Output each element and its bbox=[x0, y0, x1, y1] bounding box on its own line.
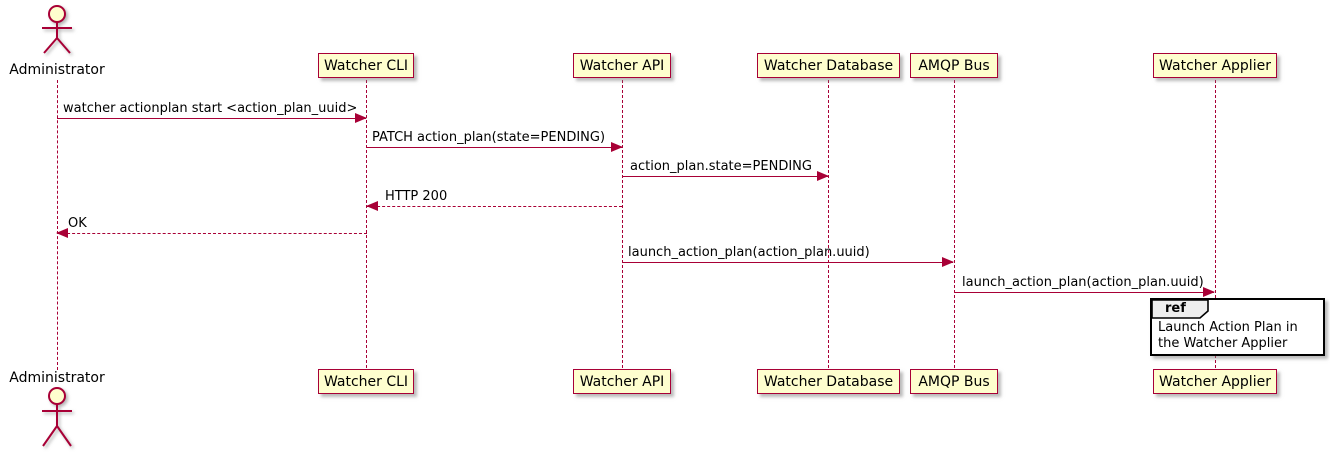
message-label: action_plan.state=PENDING bbox=[630, 159, 812, 174]
actor-name-bottom: Administrator bbox=[9, 370, 105, 386]
actor-icon bbox=[42, 5, 72, 54]
lifeline-watcher-api bbox=[621, 80, 623, 368]
lifeline-administrator bbox=[56, 80, 58, 370]
message-label: watcher actionplan start <action_plan_uu… bbox=[63, 101, 358, 116]
participant-box-watcher-database-bottom: Watcher Database bbox=[757, 369, 900, 394]
participant-box-watcher-database-top: Watcher Database bbox=[757, 53, 900, 78]
message-label: launch_action_plan(action_plan.uuid) bbox=[628, 245, 870, 260]
message-arrowhead bbox=[1203, 287, 1215, 297]
participant-box-watcher-applier-top: Watcher Applier bbox=[1153, 53, 1277, 78]
message-arrowhead bbox=[942, 257, 954, 267]
message-line bbox=[367, 206, 622, 207]
message-label: PATCH action_plan(state=PENDING) bbox=[372, 130, 606, 145]
message-arrowhead bbox=[366, 201, 378, 211]
message-label: HTTP 200 bbox=[385, 189, 448, 204]
participant-label: Watcher Applier bbox=[1159, 373, 1271, 390]
message-line bbox=[366, 147, 622, 148]
message-line bbox=[954, 292, 1214, 293]
ref-text: Launch Action Plan in the Watcher Applie… bbox=[1158, 320, 1298, 351]
participant-label: AMQP Bus bbox=[918, 57, 990, 74]
ref-keyword: ref bbox=[1165, 301, 1186, 316]
ref-fragment: ref Launch Action Plan in the Watcher Ap… bbox=[1150, 298, 1325, 356]
message-line bbox=[57, 233, 367, 234]
participant-box-watcher-api-bottom: Watcher API bbox=[573, 369, 671, 394]
participant-label: Watcher CLI bbox=[323, 57, 409, 74]
lifeline-amqp-bus bbox=[953, 80, 955, 368]
message-label: launch_action_plan(action_plan.uuid) bbox=[962, 275, 1204, 290]
message-line bbox=[622, 262, 953, 263]
participant-label: Watcher Applier bbox=[1159, 57, 1271, 74]
participant-label: Watcher Database bbox=[763, 57, 894, 74]
participant-box-watcher-api-top: Watcher API bbox=[573, 53, 671, 78]
message-arrowhead bbox=[611, 142, 623, 152]
message-line bbox=[57, 118, 366, 119]
actor-name-top: Administrator bbox=[9, 62, 105, 78]
participant-label: Watcher CLI bbox=[323, 373, 409, 390]
participant-box-watcher-cli-top: Watcher CLI bbox=[318, 53, 414, 78]
ref-tag-pentagon bbox=[1151, 299, 1209, 319]
participant-box-watcher-applier-bottom: Watcher Applier bbox=[1153, 369, 1277, 394]
participant-label: Watcher Database bbox=[763, 373, 894, 390]
actor-icon bbox=[42, 387, 72, 447]
message-line bbox=[622, 176, 828, 177]
participant-label: Watcher API bbox=[579, 373, 665, 390]
lifeline-watcher-database bbox=[827, 80, 829, 368]
message-label: OK bbox=[68, 216, 87, 231]
message-arrowhead bbox=[355, 113, 367, 123]
participant-box-amqp-bus-bottom: AMQP Bus bbox=[910, 369, 998, 394]
lifeline-watcher-cli bbox=[365, 80, 367, 368]
message-arrowhead bbox=[817, 171, 829, 181]
participant-box-amqp-bus-top: AMQP Bus bbox=[910, 53, 998, 78]
participant-label: AMQP Bus bbox=[918, 373, 990, 390]
participant-label: Watcher API bbox=[579, 57, 665, 74]
lifeline-watcher-applier bbox=[1214, 80, 1216, 368]
participant-box-watcher-cli-bottom: Watcher CLI bbox=[318, 369, 414, 394]
message-arrowhead bbox=[56, 228, 68, 238]
